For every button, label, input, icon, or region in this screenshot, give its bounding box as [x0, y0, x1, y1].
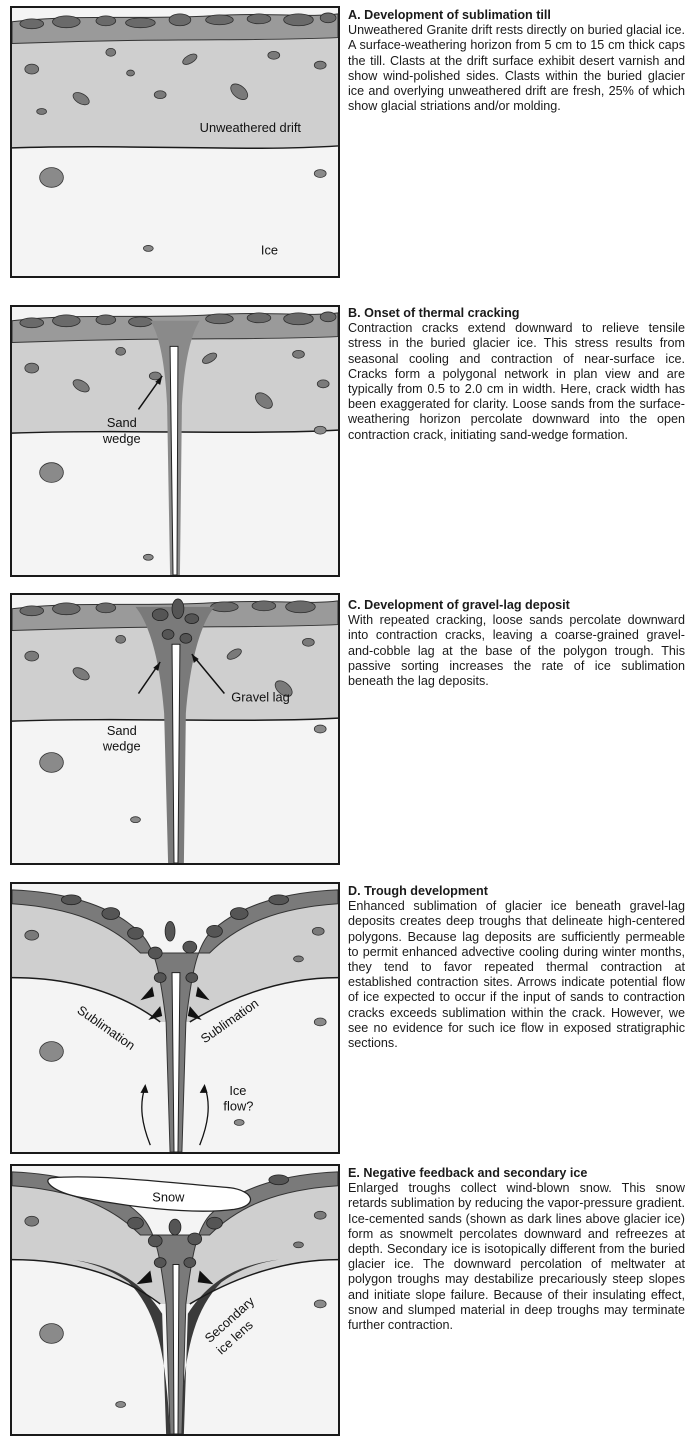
panel-d-caption: D. Trough development Enhanced sublimati…: [348, 884, 685, 1051]
panel-b-diagram: Sand wedge: [10, 305, 340, 577]
panel-b-caption: B. Onset of thermal cracking Contraction…: [348, 306, 685, 443]
label-wedge: wedge: [102, 739, 141, 754]
label-gravel-lag: Gravel lag: [231, 689, 289, 704]
panel-e-text: Enlarged troughs collect wind-blown snow…: [348, 1181, 685, 1333]
label-sand: Sand: [107, 415, 137, 430]
panel-a-title: A. Development of sublimation till: [348, 8, 685, 23]
panel-d-title: D. Trough development: [348, 884, 685, 899]
panel-a-diagram: Unweathered drift Ice: [10, 6, 340, 278]
label-ice-flow-line2: flow?: [223, 1099, 253, 1114]
panel-d-diagram: Sublimation Sublimation Ice flow?: [10, 882, 340, 1154]
panel-b-title: B. Onset of thermal cracking: [348, 306, 685, 321]
panel-e-title: E. Negative feedback and secondary ice: [348, 1166, 685, 1181]
label-sand: Sand: [107, 723, 137, 738]
panel-e-caption: E. Negative feedback and secondary ice E…: [348, 1166, 685, 1333]
panel-e-diagram: Snow Secondary ice lens: [10, 1164, 340, 1436]
panel-c-title: C. Development of gravel-lag deposit: [348, 598, 685, 613]
panel-a-caption: A. Development of sublimation till Unwea…: [348, 8, 685, 114]
label-wedge: wedge: [102, 431, 141, 446]
panel-d-text: Enhanced sublimation of glacier ice bene…: [348, 899, 685, 1051]
label-ice-flow-line1: Ice: [229, 1083, 246, 1098]
panel-c-diagram: Gravel lag Sand wedge: [10, 593, 340, 865]
panel-a-text: Unweathered Granite drift rests directly…: [348, 23, 685, 114]
label-unweathered-drift: Unweathered drift: [200, 120, 302, 135]
label-ice: Ice: [261, 242, 278, 257]
panel-b-text: Contraction cracks extend downward to re…: [348, 321, 685, 443]
panel-c-caption: C. Development of gravel-lag deposit Wit…: [348, 598, 685, 689]
panel-c-text: With repeated cracking, loose sands perc…: [348, 613, 685, 689]
label-snow: Snow: [152, 1189, 185, 1204]
